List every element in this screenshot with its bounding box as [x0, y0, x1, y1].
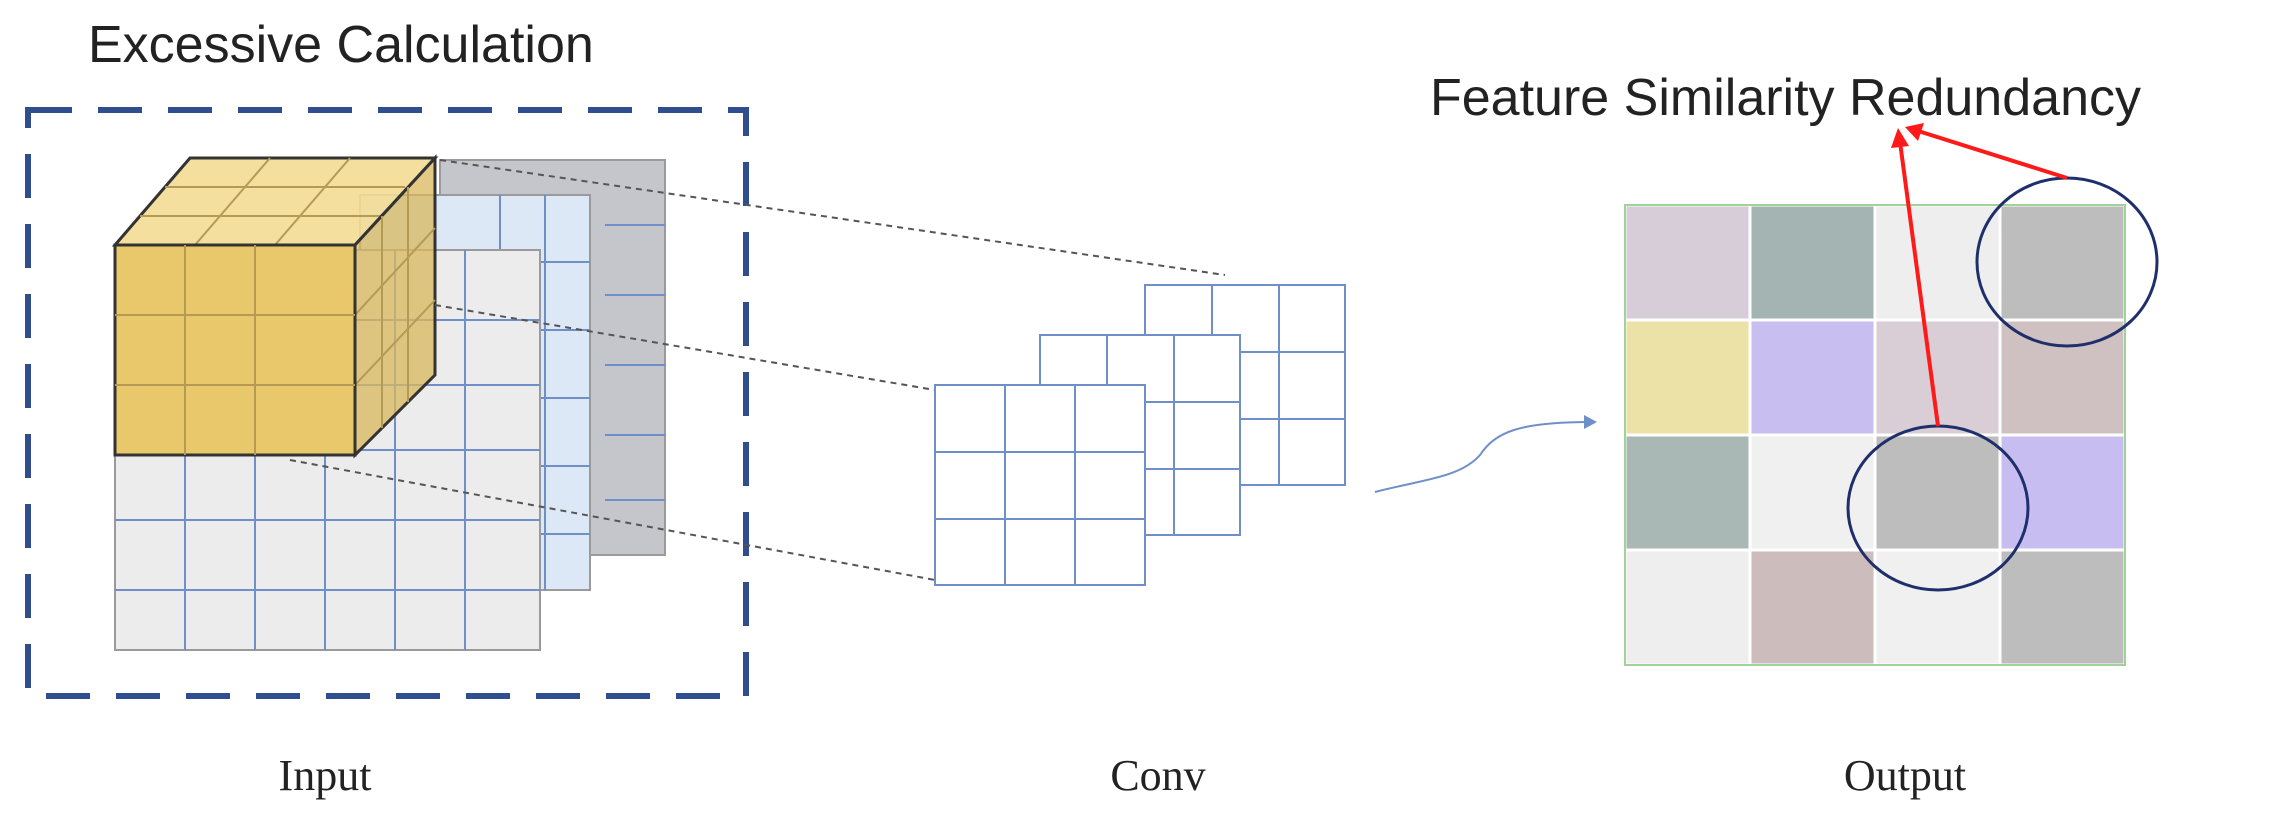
output-cell-r1-c0 [1623, 318, 1752, 437]
output-cell-r2-c3 [1998, 433, 2127, 552]
output-cell-r0-c1 [1748, 203, 1877, 322]
output-cell-r3-c0 [1623, 548, 1752, 667]
output-feature-map-border [1624, 204, 2126, 666]
output-cell-r2-c0 [1623, 433, 1752, 552]
output-cell-r3-c1 [1748, 548, 1877, 667]
output-cell-r3-c3 [1998, 548, 2127, 667]
conv-stage-label: Conv [1110, 751, 1205, 800]
output-cell-r1-c1 [1748, 318, 1877, 437]
conv-kernel-1 [934, 384, 1146, 586]
output-cell-r0-c0 [1623, 203, 1752, 322]
projection-lines [289, 159, 1226, 581]
output-cell-r0-c2 [1873, 203, 2002, 322]
excessive-calculation-box [25, 107, 749, 699]
excessive-calculation-label: Excessive Calculation [88, 16, 594, 74]
output-cell-r0-c3 [1998, 203, 2127, 322]
input-tensor [111, 154, 666, 651]
output-cell-r2-c1 [1748, 433, 1877, 552]
conv-kernels [934, 284, 1346, 586]
output-cell-r3-c2 [1873, 548, 2002, 667]
output-feature-map [1623, 203, 2127, 667]
receptive-field-cube [111, 154, 439, 459]
feature-similarity-redundancy-label: Feature Similarity Redundancy [1430, 69, 2141, 127]
input-stage-label: Input [279, 751, 372, 800]
redundancy-arrows [1891, 123, 2068, 427]
output-cell-r2-c2 [1873, 433, 2002, 552]
output-stage-label: Output [1844, 751, 1966, 800]
conv-to-output-arrow [1374, 415, 1597, 493]
